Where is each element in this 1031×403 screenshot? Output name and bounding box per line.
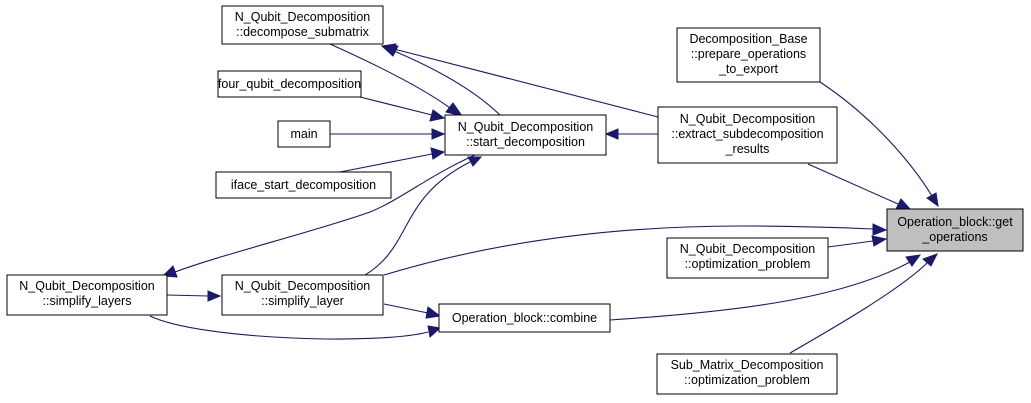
node-four-qubit-decomposition[interactable]: four_qubit_decomposition [217, 70, 362, 98]
node-label-line: Decomposition_Base [689, 32, 807, 46]
node-simplify-layer[interactable]: N_Qubit_Decomposition ::simplify_layer [221, 274, 384, 316]
node-label-line: ::simplify_layers [43, 294, 132, 308]
edge-main-to-start-decomposition [330, 128, 446, 140]
node-label-line: main [290, 127, 317, 141]
edge-simplify-layer-to-get-operations [383, 223, 888, 276]
node-label-line: ::simplify_layer [261, 294, 344, 308]
node-label-line: Sub_Matrix_Decomposition [671, 358, 824, 372]
edge-simplify-layer-to-start-decomposition [357, 156, 483, 280]
node-label-line: Operation_block::get [897, 215, 1013, 229]
node-label-line: N_Qubit_Decomposition [235, 279, 371, 293]
node-decompose-submatrix[interactable]: N_Qubit_Decomposition ::decompose_submat… [221, 5, 384, 45]
node-label-line: N_Qubit_Decomposition [458, 120, 594, 134]
node-label-line: ::extract_subdecomposition [671, 127, 823, 141]
node-iface-start-decomposition[interactable]: iface_start_decomposition [215, 171, 392, 199]
edge-iface-start-to-start-decomposition [339, 147, 446, 173]
node-extract-subdecomposition-results[interactable]: N_Qubit_Decomposition ::extract_subdecom… [657, 106, 838, 164]
node-label-line: _operations [921, 230, 987, 244]
edge-four-qubit-to-start-decomposition [359, 96, 446, 122]
node-label-line: N_Qubit_Decomposition [680, 242, 816, 256]
node-label-line: ::optimization_problem [685, 257, 811, 271]
edge-prepare-ops-to-get-operations [819, 81, 939, 208]
edge-decompose-submatrix-to-start-decomposition [329, 43, 464, 117]
edge-simplify-layers-to-simplify-layer [166, 290, 222, 302]
node-label-line: ::optimization_problem [684, 373, 810, 387]
edge-extract-sub-to-decompose-submatrix [380, 43, 659, 118]
node-combine[interactable]: Operation_block::combine [438, 303, 611, 333]
node-label-line: four_qubit_decomposition [218, 77, 361, 91]
node-label-line: N_Qubit_Decomposition [235, 10, 371, 24]
nodes: N_Qubit_Decomposition ::decompose_submat… [6, 5, 1024, 395]
node-sub-optimization-problem[interactable]: Sub_Matrix_Decomposition ::optimization_… [656, 353, 838, 395]
node-label-line: _results [725, 142, 770, 156]
edge-simplify-layers-to-combine [149, 315, 442, 340]
edge-start-decomposition-to-simplify-layers [161, 154, 476, 278]
node-main[interactable]: main [277, 120, 331, 148]
node-nq-optimization-problem[interactable]: N_Qubit_Decomposition ::optimization_pro… [666, 237, 829, 279]
node-label-line: N_Qubit_Decomposition [19, 279, 155, 293]
node-simplify-layers[interactable]: N_Qubit_Decomposition ::simplify_layers [6, 274, 168, 316]
edge-nq-optimization-to-get-operations [827, 235, 888, 248]
node-start-decomposition[interactable]: N_Qubit_Decomposition ::start_decomposit… [444, 114, 607, 156]
edge-combine-to-get-operations [609, 254, 922, 321]
node-label-line: ::prepare_operations [691, 47, 806, 61]
edge-extract-sub-to-start-decomposition [604, 128, 658, 140]
node-label-line: Operation_block::combine [452, 311, 597, 325]
node-label-line: ::start_decomposition [466, 135, 585, 149]
node-get-operations[interactable]: Operation_block::get _operations [886, 208, 1024, 252]
edge-sub-optimization-to-get-operations [789, 253, 939, 354]
edge-extract-sub-to-get-operations [807, 163, 912, 210]
node-prepare-operations-to-export[interactable]: Decomposition_Base ::prepare_operations … [676, 27, 821, 83]
node-label-line: iface_start_decomposition [231, 178, 376, 192]
edge-simplify-layer-to-combine [383, 303, 442, 319]
edge-start-decomposition-to-decompose-submatrix [380, 45, 503, 118]
node-label-line: N_Qubit_Decomposition [680, 112, 816, 126]
edges [149, 43, 939, 354]
node-label-line: ::decompose_submatrix [236, 25, 369, 39]
node-label-line: _to_export [718, 62, 779, 76]
